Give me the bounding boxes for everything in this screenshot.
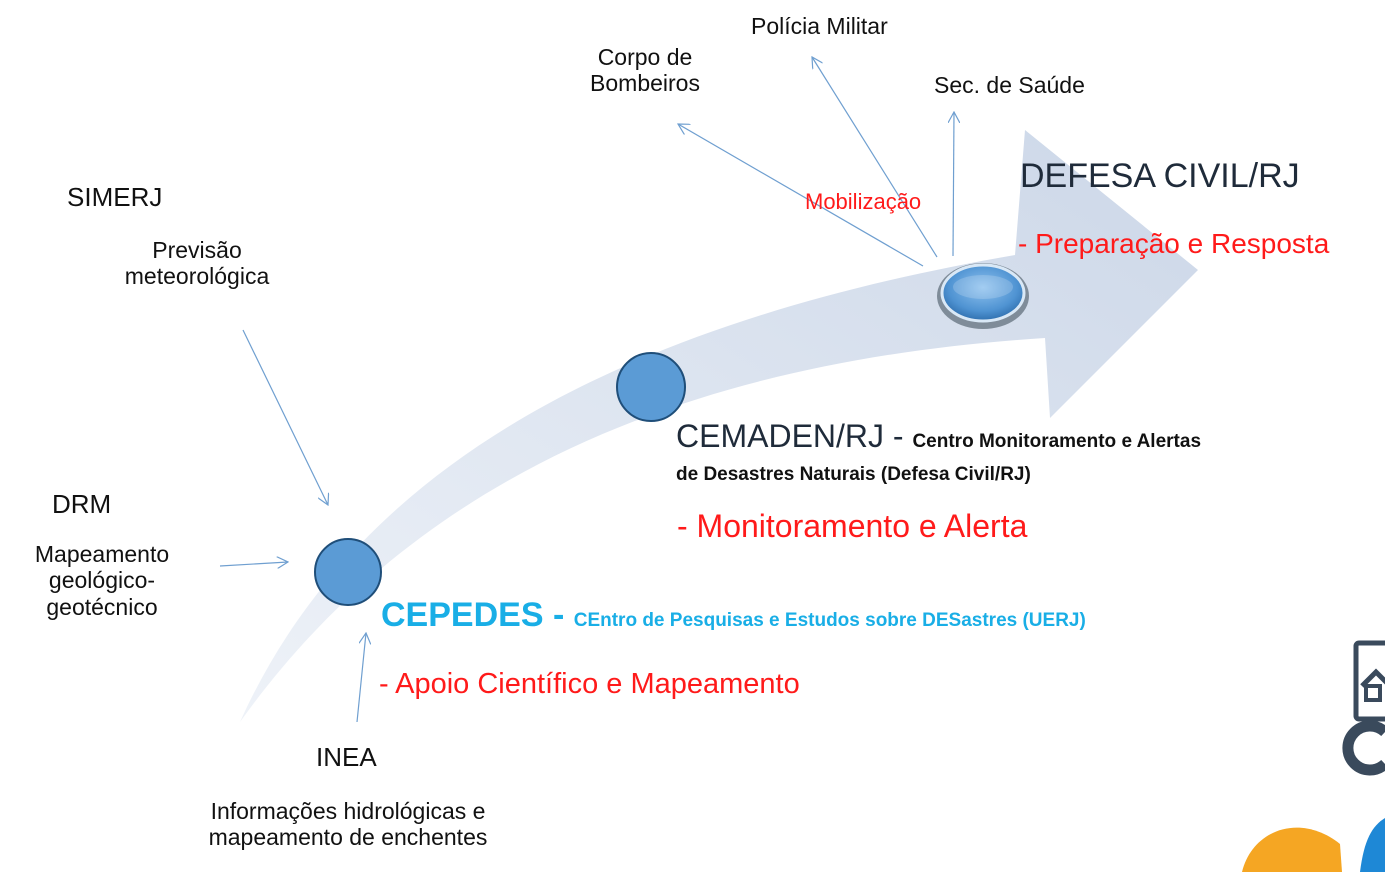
cemaden-fullname: Centro Monitoramento e Alertas de Desast… bbox=[676, 431, 1202, 486]
stage-circle-defesa bbox=[937, 263, 1029, 329]
target-saude: Sec. de Saúde bbox=[934, 72, 1085, 98]
connector-bombeiros bbox=[678, 124, 924, 267]
defesa-role: - Preparação e Resposta bbox=[1018, 228, 1330, 259]
cemaden-role: - Monitoramento e Alerta bbox=[677, 508, 1028, 544]
cepedes-heading: CEPEDES - CEntro de Pesquisas e Estudos … bbox=[381, 596, 1086, 635]
connector-inea bbox=[356, 633, 366, 723]
connector-simerj bbox=[242, 329, 328, 505]
target-policia: Polícia Militar bbox=[751, 13, 888, 39]
connector-saude bbox=[953, 112, 954, 257]
inea-description: Informações hidrológicas e mapeamento de… bbox=[208, 798, 488, 851]
cepedes-logo bbox=[1342, 640, 1385, 776]
cemaden-name: CEMADEN/RJ - bbox=[676, 418, 913, 454]
connector-drm bbox=[219, 562, 288, 566]
simerj-description: Previsão meteorológica bbox=[124, 237, 270, 290]
connector-policia bbox=[812, 57, 938, 258]
inea-title: INEA bbox=[316, 742, 377, 772]
stage-circle-cepedes bbox=[314, 538, 382, 606]
cemaden-heading: CEMADEN/RJ - Centro Monitoramento e Aler… bbox=[676, 418, 1201, 492]
drm-description: Mapeamento geológico- geotécnico bbox=[34, 541, 170, 620]
cepedes-role: - Apoio Científico e Mapeamento bbox=[379, 668, 800, 700]
cepedes-fullname: CEntro de Pesquisas e Estudos sobre DESa… bbox=[573, 610, 1086, 631]
partner-logo bbox=[1242, 818, 1385, 872]
drm-title: DRM bbox=[52, 489, 112, 519]
mobilization-label: Mobilização bbox=[805, 189, 922, 214]
simerj-title: SIMERJ bbox=[67, 182, 163, 212]
cepedes-name: CEPEDES - bbox=[381, 596, 574, 634]
stage-circle-cemaden bbox=[616, 352, 686, 422]
target-bombeiros: Corpo de Bombeiros bbox=[590, 44, 700, 97]
defesa-title: DEFESA CIVIL/RJ bbox=[1020, 157, 1300, 195]
